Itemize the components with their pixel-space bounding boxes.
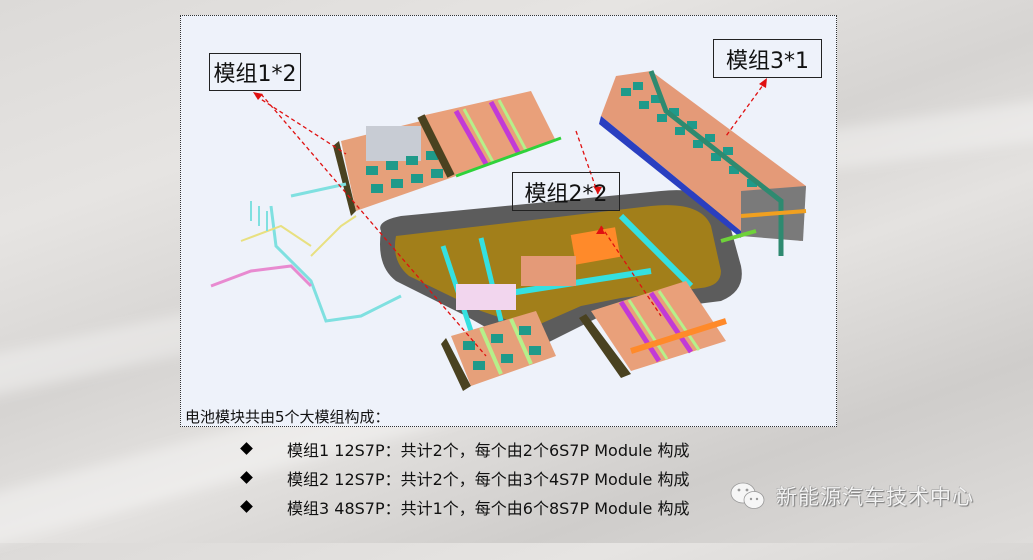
wechat-icon [730,482,765,509]
diagram-caption: 电池模块共由5个大模组构成： [185,408,390,426]
watermark: 新能源汽车技术中心 [728,480,974,512]
label-module-1: 模组1*2 [209,53,301,91]
wiring-harness [210,182,402,323]
list-item-text: 模组2 12S7P：共计2个，每个由3个4S7P Module 构成 [287,469,690,489]
label-module-3: 模组3*1 [713,39,822,78]
module-1-top [333,91,562,216]
battery-pack-illustration [210,70,807,391]
module-2-bottom [579,281,727,378]
list-item: 模组2 12S7P：共计2个，每个由3个4S7P Module 构成 [238,463,690,492]
module-3 [599,70,807,256]
arrowheads [253,78,767,234]
diamond-bullet-icon [240,500,253,513]
battery-pack-diagram: 模组1*2 模组2*2 模组3*1 电池模块共由5个大模组构成： [180,15,837,427]
list-item-text: 模组1 12S7P：共计2个，每个由2个6S7P Module 构成 [287,440,690,460]
callout-arrows [255,80,767,357]
module-list: 模组1 12S7P：共计2个，每个由2个6S7P Module 构成 模组2 1… [238,434,690,521]
list-item: 模组3 48S7P：共计1个，每个由6个8S7P Module 构成 [238,492,690,521]
diamond-bullet-icon [240,471,253,484]
list-item-text: 模组3 48S7P：共计1个，每个由6个8S7P Module 构成 [287,498,690,518]
battery-tray [380,190,742,350]
diamond-bullet-icon [240,442,253,455]
label-module-2: 模组2*2 [512,172,620,211]
watermark-text: 新能源汽车技术中心 [776,485,974,509]
module-1-bottom [441,311,556,391]
list-item: 模组1 12S7P：共计2个，每个由2个6S7P Module 构成 [238,434,690,463]
